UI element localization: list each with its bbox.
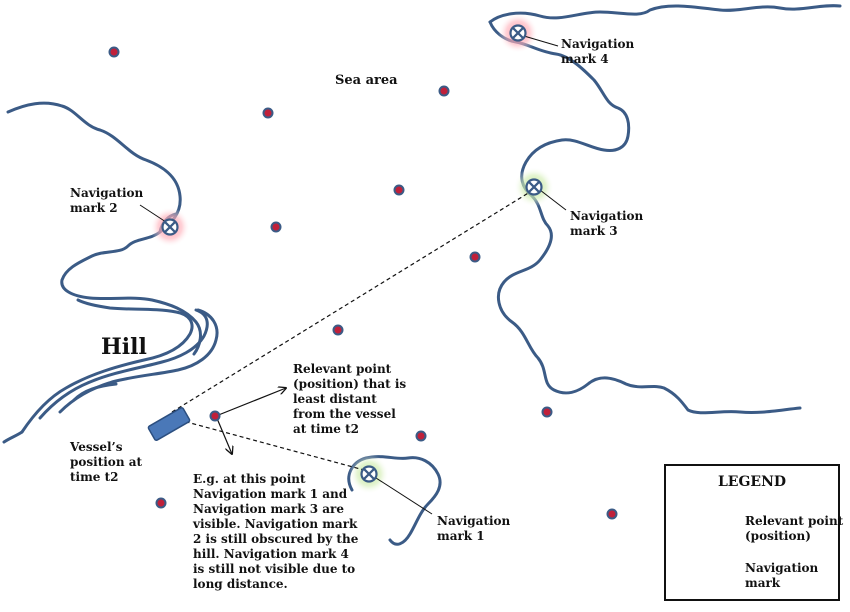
legend-title: LEGEND	[717, 474, 787, 490]
sea-area-label: Sea area	[335, 73, 398, 88]
navigation-mark-3-icon	[525, 178, 543, 196]
relevant-point	[541, 406, 553, 418]
leader-mark2	[139, 204, 167, 223]
relevant-point	[270, 221, 282, 233]
relevant-point-nearest	[209, 410, 221, 422]
sightline-mark1	[171, 417, 365, 471]
relevant-point	[108, 46, 120, 58]
relevant-point-label: Relevant point(position) that is least d…	[293, 362, 407, 436]
arrow-example	[215, 415, 232, 454]
leader-mark3	[539, 189, 567, 211]
legend-relevant-point-label: Relevant point(position)	[745, 514, 844, 543]
relevant-point	[469, 251, 481, 263]
arrow-relevant-point	[215, 388, 286, 417]
relevant-point	[606, 508, 618, 520]
navigation-mark-1-icon	[360, 465, 378, 483]
relevant-point	[415, 430, 427, 442]
relevant-point	[438, 85, 450, 97]
sightline-mark3	[171, 191, 531, 413]
legend: LEGEND	[664, 464, 840, 601]
relevant-points	[108, 46, 618, 520]
hill-contour-1	[20, 298, 194, 434]
coastline-north	[488, 4, 842, 24]
hill-contour-4	[72, 382, 118, 402]
navigation-marks	[161, 24, 543, 483]
navigation-mark-2-icon	[161, 218, 179, 236]
hill-contour-2	[38, 308, 209, 420]
relevant-point	[332, 324, 344, 336]
hill-label: Hill	[101, 334, 147, 360]
leader-mark4	[523, 35, 559, 47]
vessel-icon	[147, 407, 191, 441]
coastline-mark4-spit	[488, 20, 802, 415]
navigation-mark-4-icon	[509, 24, 527, 42]
relevant-point	[262, 107, 274, 119]
hill-contour-5	[2, 430, 24, 444]
relevant-point	[393, 184, 405, 196]
leader-mark1	[375, 477, 433, 515]
relevant-point	[155, 497, 167, 509]
coastline-west	[6, 101, 202, 356]
